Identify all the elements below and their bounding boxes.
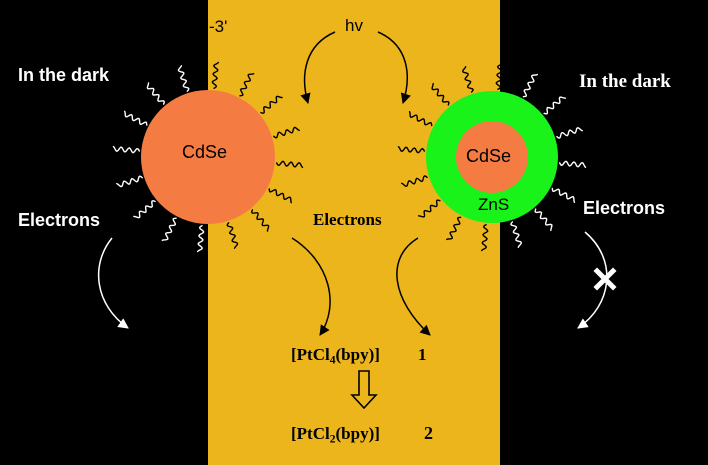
ligand-strand: [276, 160, 304, 169]
ligand-strand: [273, 126, 300, 139]
product-number: 2: [424, 423, 433, 443]
ligand-strand: [462, 66, 474, 93]
ligand-strand: [543, 96, 567, 115]
right-cdse-core: [456, 121, 528, 193]
zns-label: ZnS: [478, 195, 510, 214]
reactant-number: 1: [418, 345, 427, 364]
right-electrons-label: Electrons: [583, 198, 666, 218]
left-electrons-label: Electrons: [18, 210, 101, 230]
right-in-the-dark-label: In the dark: [579, 71, 671, 92]
center-electrons-label: Electrons: [313, 210, 382, 229]
left-dark-panel: [0, 0, 208, 465]
ligand-strand: [495, 62, 503, 90]
ligand-strand: [260, 95, 283, 114]
right-dark-panel: [500, 0, 708, 465]
ligand-strand: [522, 73, 538, 98]
product-formula: [PtCl2(bpy)]: [291, 424, 380, 446]
ligand-strand: [226, 222, 239, 249]
electron-arrow-center-left: [291, 237, 331, 336]
ligand-strand: [534, 208, 553, 232]
hv-arrow-right: [377, 31, 411, 104]
ligand-strand: [408, 111, 433, 127]
ligand-strand: [559, 160, 587, 168]
ligand-strand: [510, 221, 522, 248]
ligand-strand: [446, 216, 462, 241]
ligand-strand: [124, 110, 148, 126]
ligand-strand: [251, 209, 270, 232]
x-mark-icon: [593, 267, 617, 291]
ligand-strand: [211, 61, 220, 89]
ligand-strand: [146, 82, 165, 105]
hv-arrow-left: [300, 31, 336, 105]
electron-arrow-left-dark: [98, 237, 129, 329]
ligand-strand: [112, 145, 140, 154]
prime-3-label: -3': [209, 17, 228, 36]
ligand-strand: [268, 188, 292, 204]
ligand-strand: [133, 200, 156, 219]
ligand-strand: [161, 217, 177, 241]
hv-label: hv: [345, 16, 363, 35]
ligand-strand: [397, 146, 425, 154]
ligand-strand: [431, 82, 450, 106]
left-cdse-core: [141, 90, 275, 224]
ligand-strand: [481, 224, 489, 252]
ligand-strand: [116, 175, 143, 188]
ligand-strand: [196, 225, 205, 253]
electron-arrow-center-right: [396, 237, 431, 336]
left-cdse-label: CdSe: [182, 142, 228, 162]
left-in-the-dark-label: In the dark: [18, 65, 110, 85]
ligand-strand: [239, 73, 255, 97]
right-dot-ligands: [397, 62, 587, 252]
ligand-strand: [401, 175, 428, 187]
ligand-strand: [177, 65, 190, 92]
left-dot-ligands: [112, 61, 304, 253]
hollow-down-arrow-icon: [350, 370, 378, 410]
right-cdse-label: CdSe: [466, 146, 512, 166]
reactant-formula: [PtCl4(bpy)]: [291, 345, 380, 367]
ligand-strand: [556, 127, 583, 139]
ligand-strand: [417, 199, 441, 218]
ligand-strand: [551, 187, 576, 203]
